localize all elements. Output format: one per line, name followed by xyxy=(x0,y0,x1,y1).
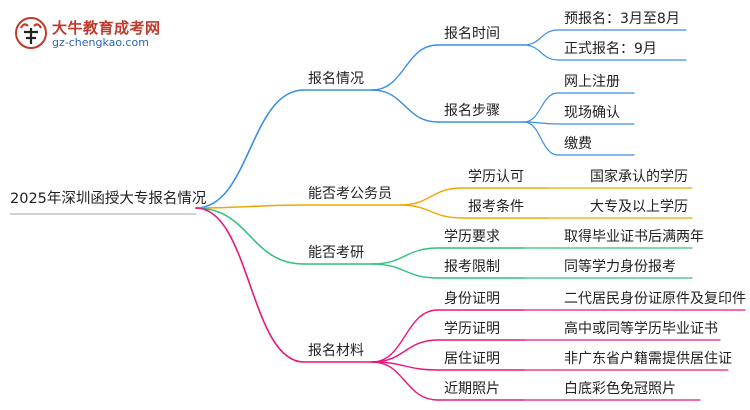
edge-root-branch-1 xyxy=(195,204,305,209)
edge-branch-0-sub-1 xyxy=(371,89,439,123)
bull-logo-icon xyxy=(15,17,47,49)
sub-node-0-1: 报名步骤 xyxy=(444,103,500,119)
brand-site: gz-chengkao.com xyxy=(52,36,149,49)
leaf-node-1-1-0: 大专及以上学历 xyxy=(590,199,688,215)
leaf-node-0-0-1: 正式报名：9月 xyxy=(564,41,657,57)
branch-node-1: 能否考公务员 xyxy=(308,186,392,202)
leaf-node-1-0-0: 国家承认的学历 xyxy=(590,169,688,185)
leaf-node-2-1-0: 同等学力身份报考 xyxy=(564,259,676,275)
sub-node-3-3: 近期照片 xyxy=(444,381,500,397)
edge-branch-1-sub-0 xyxy=(399,187,463,206)
edge-branch-1-sub-1 xyxy=(399,204,463,219)
root-node: 2025年深圳函授大专报名情况 xyxy=(10,191,207,207)
sub-node-3-0: 身份证明 xyxy=(444,291,500,307)
sub-node-0-0: 报名时间 xyxy=(444,26,500,42)
leaf-node-0-1-2: 缴费 xyxy=(564,136,592,152)
sub-node-1-0: 学历认可 xyxy=(468,169,524,185)
sub-node-3-1: 学历证明 xyxy=(444,321,500,337)
branch-node-0: 报名情况 xyxy=(308,71,364,87)
sub-node-1-1: 报考条件 xyxy=(468,199,524,215)
edge-sub-0-0-leaf-0 xyxy=(523,29,559,46)
edge-branch-0-sub-0 xyxy=(371,44,439,91)
edge-root-branch-3 xyxy=(195,207,305,363)
edge-sub-0-0-leaf-1 xyxy=(523,44,559,61)
leaf-node-3-1-0: 高中或同等学历毕业证书 xyxy=(564,321,718,337)
leaf-node-0-0-0: 预报名：3月至8月 xyxy=(564,11,680,27)
edge-branch-2-sub-0 xyxy=(371,247,439,265)
edge-root-branch-2 xyxy=(195,207,305,265)
edge-sub-0-1-leaf-0 xyxy=(523,92,559,123)
leaf-node-0-1-0: 网上注册 xyxy=(564,74,620,90)
edge-sub-0-1-leaf-2 xyxy=(523,121,559,156)
leaf-node-0-1-1: 现场确认 xyxy=(564,105,620,121)
branch-node-3: 报名材料 xyxy=(308,343,364,359)
branch-node-2: 能否考研 xyxy=(308,245,364,261)
edge-root-branch-0 xyxy=(195,89,305,209)
leaf-node-2-0-0: 取得毕业证书后满两年 xyxy=(564,229,704,245)
sub-node-3-2: 居住证明 xyxy=(444,351,500,367)
sub-node-2-1: 报考限制 xyxy=(444,259,500,275)
brand-logo: 大牛教育成考网 gz-chengkao.com xyxy=(14,14,214,54)
sub-node-2-0: 学历要求 xyxy=(444,229,500,245)
edge-branch-2-sub-1 xyxy=(371,263,439,279)
leaf-node-3-2-0: 非广东省户籍需提供居住证 xyxy=(564,351,732,367)
edge-branch-3-sub-3 xyxy=(371,361,439,401)
leaf-node-3-3-0: 白底彩色免冠照片 xyxy=(564,381,676,397)
edge-branch-3-sub-0 xyxy=(371,309,439,363)
leaf-node-3-0-0: 二代居民身份证原件及复印件 xyxy=(564,291,746,307)
edge-branch-3-sub-1 xyxy=(371,339,439,363)
brand-name: 大牛教育成考网 xyxy=(52,19,161,37)
